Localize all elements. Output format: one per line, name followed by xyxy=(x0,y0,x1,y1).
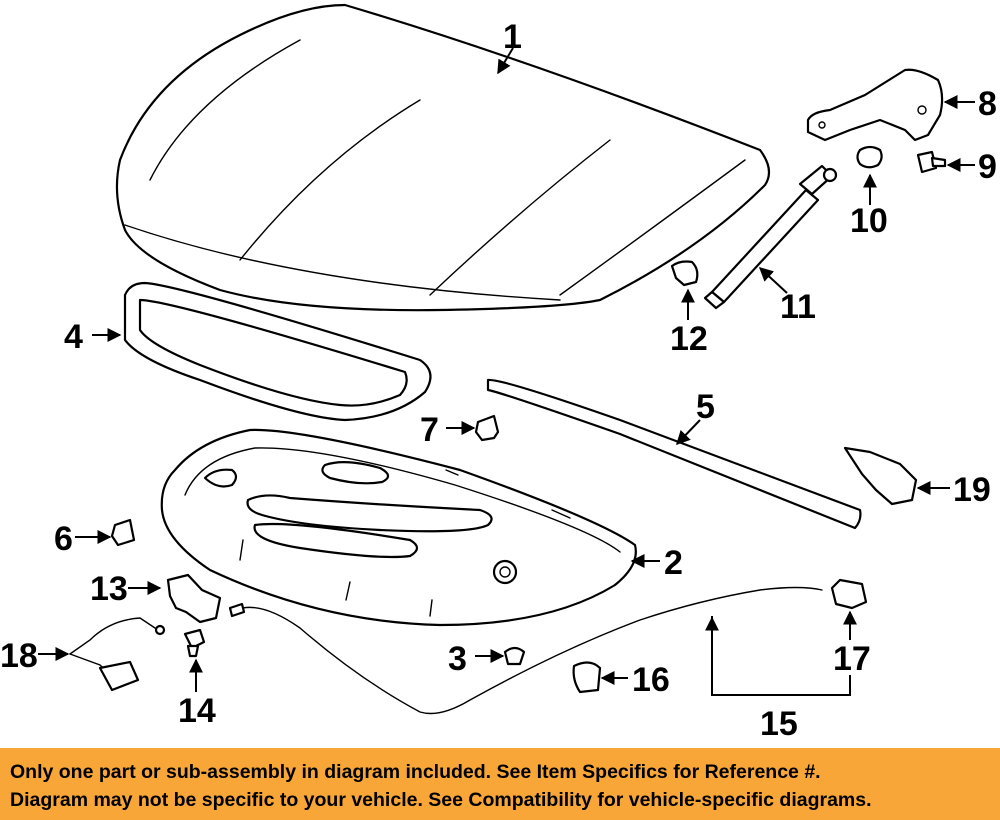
grommet-16 xyxy=(572,661,602,694)
callout-16: 16 xyxy=(632,661,670,699)
callout-numbers: 1 2 3 4 5 6 7 8 9 10 11 12 13 14 15 16 1… xyxy=(0,18,997,743)
hood-panel xyxy=(115,3,771,312)
callout-3: 3 xyxy=(448,640,467,678)
disclaimer-banner: Only one part or sub-assembly in diagram… xyxy=(0,748,1000,820)
callout-7: 7 xyxy=(420,411,439,449)
leader-lines xyxy=(38,47,975,696)
bumper-12 xyxy=(670,260,699,287)
cushion-6 xyxy=(110,518,136,547)
disclaimer-line-2: Diagram may not be specific to your vehi… xyxy=(10,789,872,811)
parts-diagram: 1 2 3 4 5 6 7 8 9 10 11 12 13 14 15 16 1… xyxy=(0,3,997,743)
callout-10: 10 xyxy=(850,202,888,240)
callout-9: 9 xyxy=(978,148,997,186)
callout-14: 14 xyxy=(178,692,216,730)
hood-hinge xyxy=(806,68,944,142)
bolt-9 xyxy=(916,150,947,174)
release-cable xyxy=(228,586,823,715)
hood-seal-ring xyxy=(123,281,432,422)
callout-4: 4 xyxy=(64,318,83,356)
callout-19: 19 xyxy=(953,471,991,509)
clip-10 xyxy=(856,145,883,169)
latch-sensor-harness xyxy=(69,617,166,692)
callout-13: 13 xyxy=(90,570,128,608)
callout-5: 5 xyxy=(696,388,715,426)
bumper-7 xyxy=(474,414,500,442)
callout-2: 2 xyxy=(664,544,683,582)
bolt-14 xyxy=(183,628,206,658)
callout-18: 18 xyxy=(0,637,38,675)
clip-3 xyxy=(503,646,526,666)
hood-latch xyxy=(166,573,222,624)
hood-strut xyxy=(703,164,838,310)
latch-bracket xyxy=(843,446,918,506)
callout-1: 1 xyxy=(503,18,522,56)
weatherstrip xyxy=(486,378,862,530)
callout-8: 8 xyxy=(978,85,997,123)
callout-6: 6 xyxy=(54,520,73,558)
hood-insulator xyxy=(160,428,637,627)
callout-12: 12 xyxy=(670,320,708,358)
disclaimer-line-1: Only one part or sub-assembly in diagram… xyxy=(10,761,821,783)
callout-15: 15 xyxy=(760,705,798,743)
release-handle xyxy=(830,578,868,610)
callout-11: 11 xyxy=(780,288,816,326)
callout-17: 17 xyxy=(833,640,871,678)
